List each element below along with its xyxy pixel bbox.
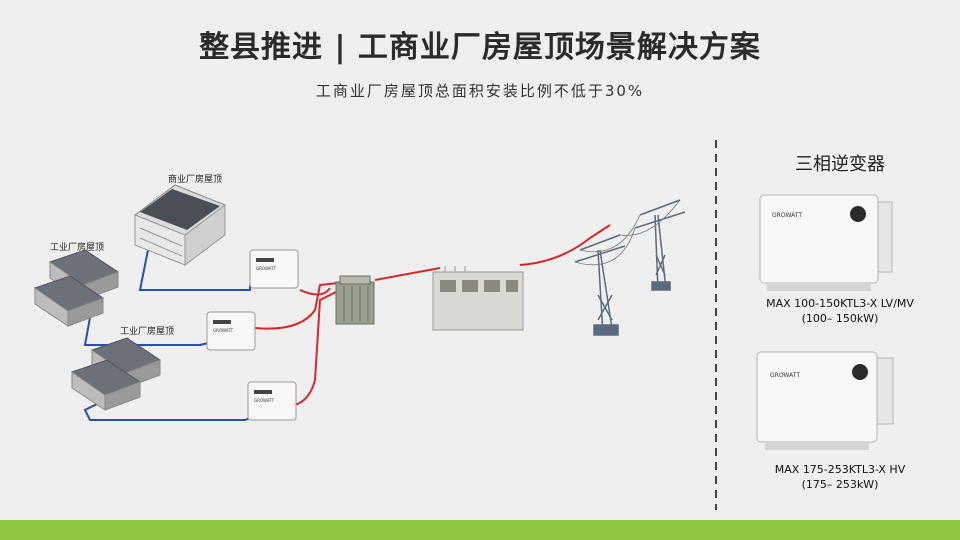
power-lines <box>574 199 681 266</box>
brand-label: GROWATT <box>213 328 234 333</box>
model-2-name: MAX 175-253KTL3-X HV <box>774 463 906 476</box>
brand-label: GROWATT <box>770 372 800 379</box>
industrial-building <box>33 275 105 327</box>
model-1-range: (100– 150kW) <box>801 312 879 325</box>
product-category-title: 三相逆变器 <box>795 154 885 175</box>
inverter-model-2-image <box>756 351 894 450</box>
model-1-name: MAX 100-150KTL3-X LV/MV <box>766 297 914 310</box>
transmission-tower <box>574 234 626 336</box>
bottom-accent-bar <box>0 520 960 540</box>
commercial-building <box>133 184 227 266</box>
label-industrial-roof: 工业厂房屋顶 <box>50 243 105 253</box>
page-subtitle: 工商业厂房屋顶总面积安装比例不低于30% <box>315 82 645 100</box>
ac-cables <box>254 224 611 406</box>
substation <box>432 266 524 331</box>
industrial-building <box>70 359 142 411</box>
transmission-tower <box>634 199 686 291</box>
brand-label: GROWATT <box>772 212 802 219</box>
inverter <box>206 311 256 351</box>
inverter <box>249 249 299 289</box>
label-commercial-roof: 商业厂房屋顶 <box>168 175 223 185</box>
transformer <box>335 275 375 325</box>
page-title: 整县推进 | 工商业厂房屋顶场景解决方案 <box>199 30 761 65</box>
brand-label: GROWATT <box>256 266 277 271</box>
model-2-range: (175– 253kW) <box>801 478 879 491</box>
inverter <box>247 381 297 421</box>
model-2-caption: MAX 175-253KTL3-X HV (175– 253kW) <box>725 462 955 492</box>
label-industrial-roof: 工业厂房屋顶 <box>120 327 175 337</box>
model-1-caption: MAX 100-150KTL3-X LV/MV (100– 150kW) <box>725 296 955 326</box>
inverter-model-1-image <box>759 194 893 291</box>
brand-label: GROWATT <box>254 398 275 403</box>
